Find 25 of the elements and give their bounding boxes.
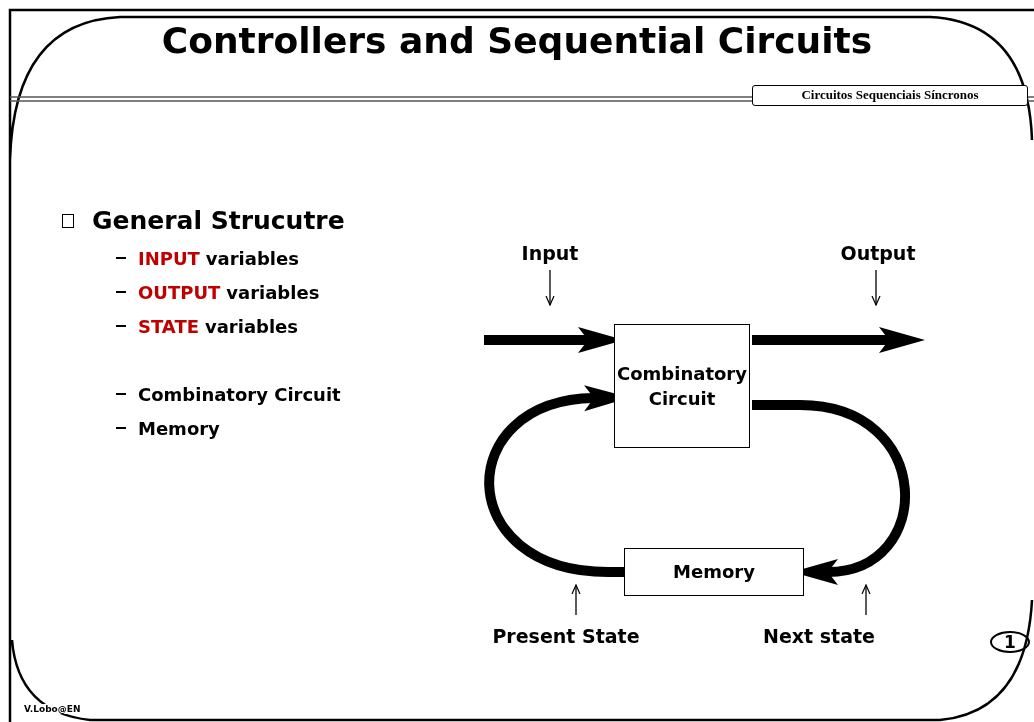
bullet-heading: General Strucutre bbox=[92, 206, 345, 235]
process-box: Memory bbox=[624, 548, 804, 596]
thick-arrow bbox=[752, 400, 910, 584]
list-item-text: Memory bbox=[138, 417, 220, 439]
list-item-keyword: INPUT bbox=[138, 247, 200, 269]
pointer-arrow bbox=[871, 269, 881, 306]
pointer-arrow bbox=[545, 269, 555, 306]
author-note: V.Lobo@EN bbox=[24, 704, 81, 714]
signal-label: Present State bbox=[488, 623, 644, 649]
list-item-keyword: STATE bbox=[138, 315, 199, 337]
slide-title: Controllers and Sequential Circuits bbox=[160, 20, 874, 61]
signal-label: Next state bbox=[758, 623, 880, 649]
pointer-arrow bbox=[571, 584, 581, 616]
section-tag: Circuitos Sequenciais Síncronos bbox=[752, 85, 1028, 106]
pointer-arrow bbox=[861, 584, 871, 616]
list-item-text: variables bbox=[204, 315, 298, 337]
signal-label: Input bbox=[510, 240, 590, 266]
page-number: 1 bbox=[990, 631, 1030, 653]
list-item-text: variables bbox=[205, 247, 299, 269]
process-box: Combinatory Circuit bbox=[614, 324, 750, 448]
list-item-text: variables bbox=[226, 281, 320, 303]
thick-arrow bbox=[752, 327, 925, 353]
list-item-text: Combinatory Circuit bbox=[138, 383, 341, 405]
list-item-keyword: OUTPUT bbox=[138, 281, 221, 303]
signal-label: Output bbox=[836, 240, 920, 266]
